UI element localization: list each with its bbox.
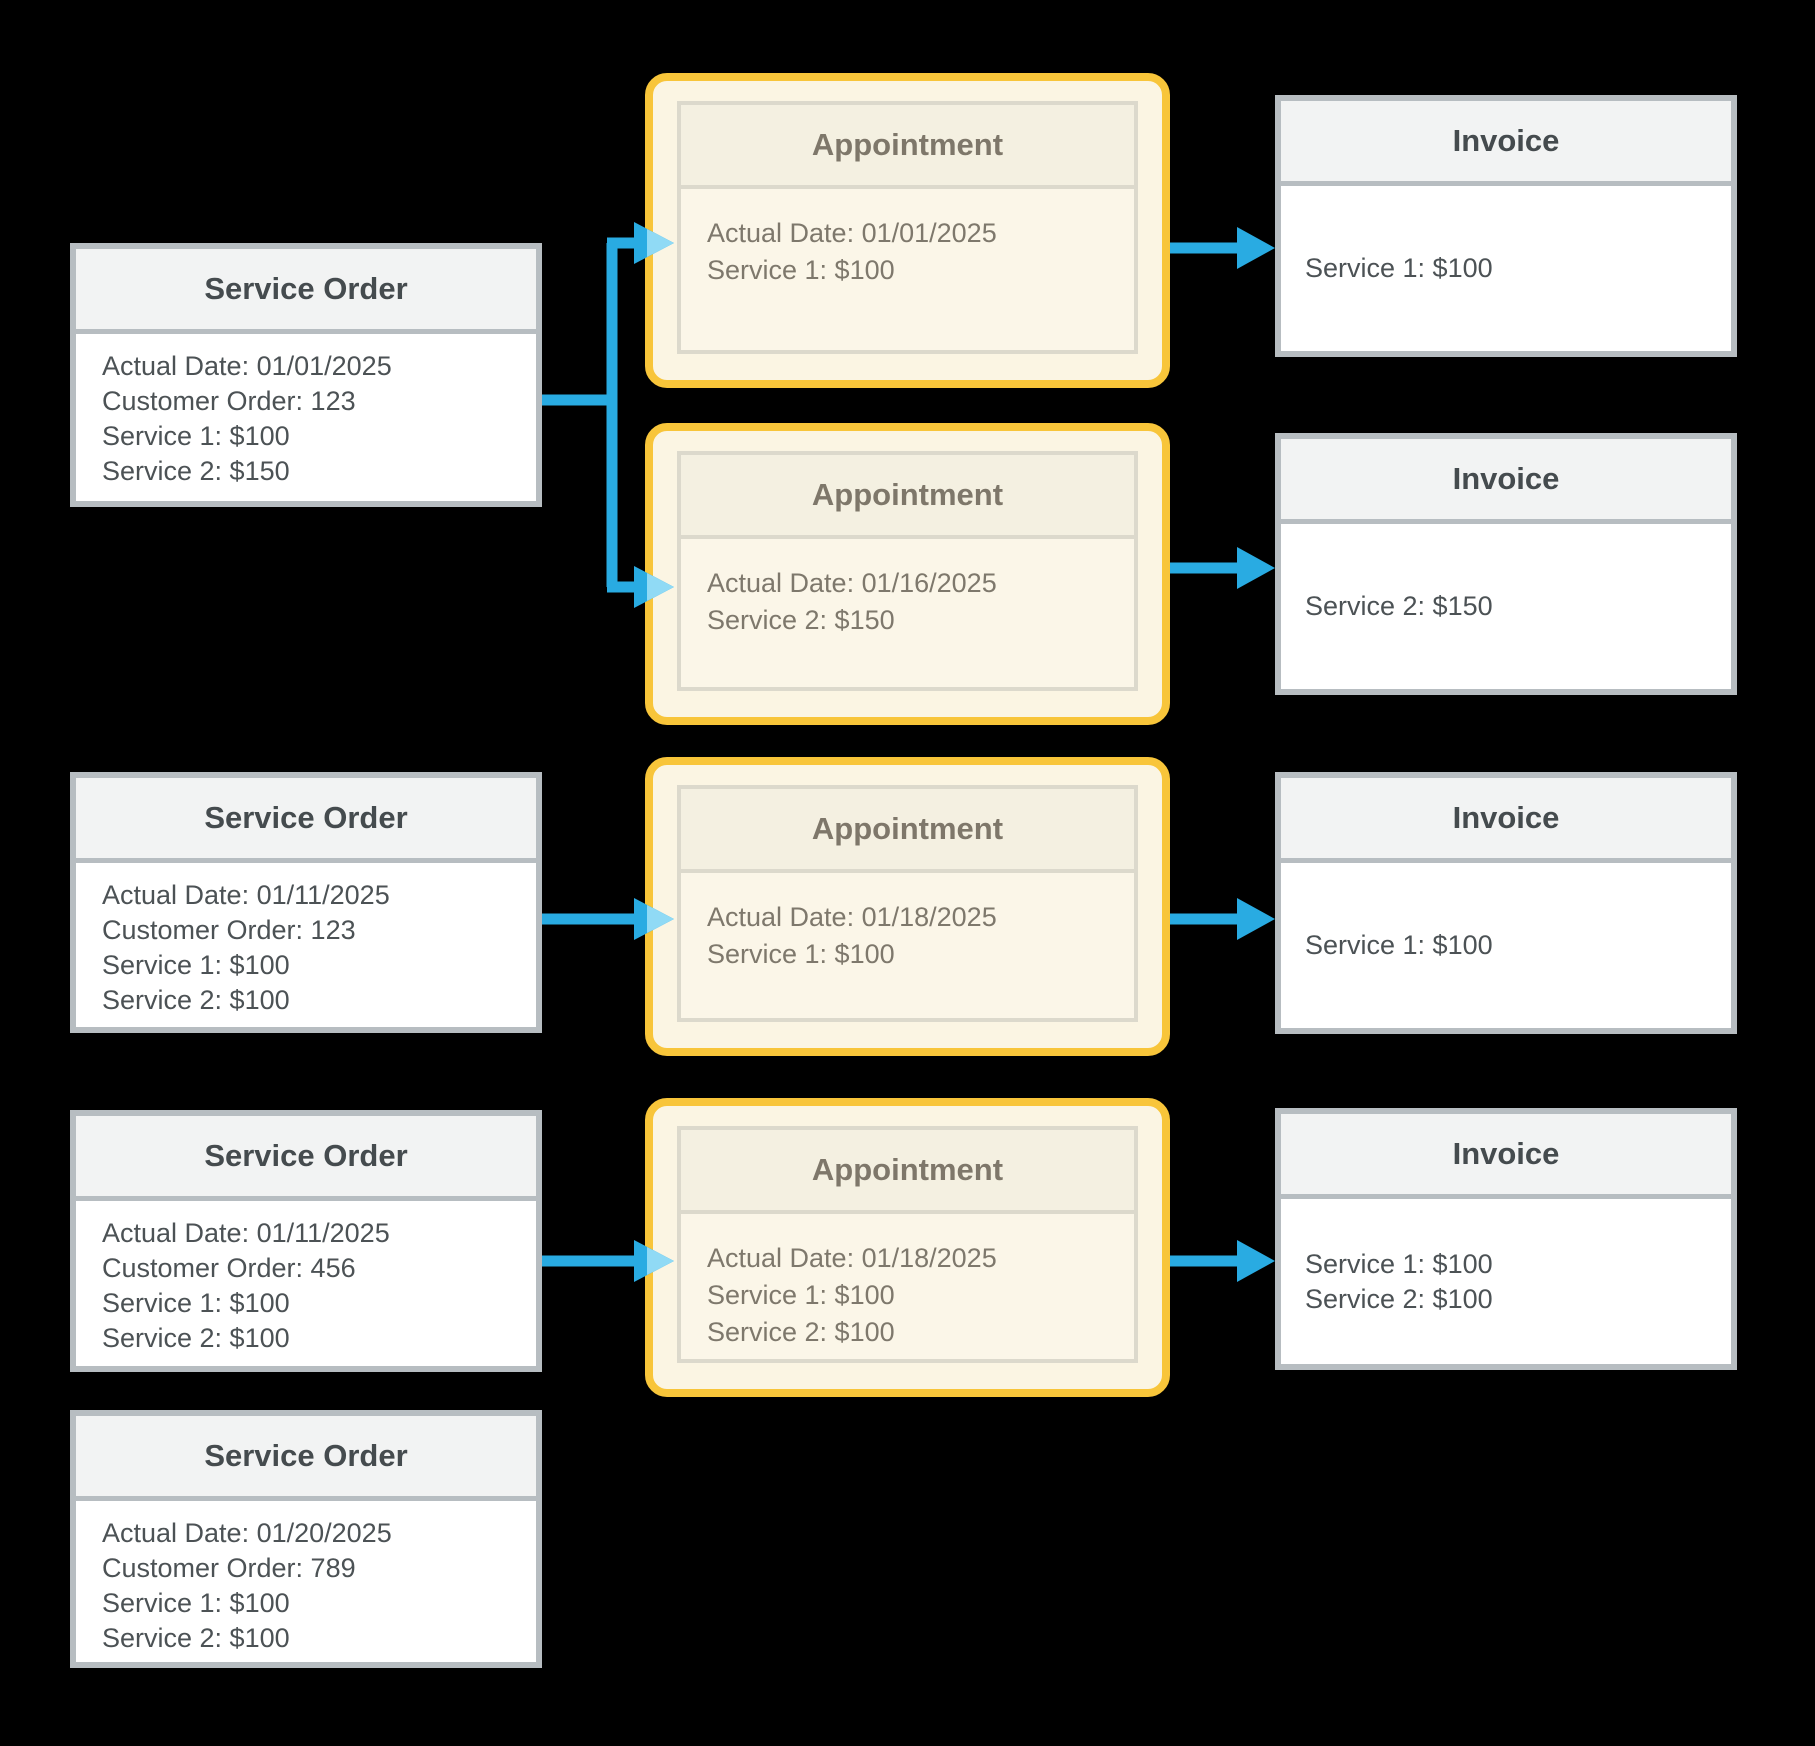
field-actual-date: Actual Date: 01/16/2025: [707, 568, 997, 598]
service-order-4-title: Service Order: [76, 1416, 536, 1501]
invoice-card-1: Invoice Service 1: $100: [1275, 95, 1737, 357]
invoice-4-body: Service 1: $100 Service 2: $100: [1281, 1199, 1731, 1364]
field-service-2: Service 2: $150: [102, 456, 290, 486]
service-order-card-2: Service Order Actual Date: 01/11/2025 Cu…: [70, 772, 542, 1033]
field-service-1: Service 1: $100: [707, 939, 895, 969]
appointment-3-title: Appointment: [681, 789, 1134, 873]
field-customer-order: Customer Order: 123: [102, 915, 356, 945]
invoice-2-body: Service 2: $150: [1281, 524, 1731, 689]
invoice-1-body: Service 1: $100: [1281, 186, 1731, 351]
service-order-1-title: Service Order: [76, 249, 536, 334]
invoice-card-4: Invoice Service 1: $100 Service 2: $100: [1275, 1108, 1737, 1370]
field-actual-date: Actual Date: 01/11/2025: [102, 880, 390, 910]
field-service-1: Service 1: $100: [102, 1288, 290, 1318]
field-actual-date: Actual Date: 01/18/2025: [707, 1243, 997, 1273]
field-service-2: Service 2: $150: [707, 605, 895, 635]
field-service-2: Service 2: $100: [1305, 1283, 1493, 1314]
appointment-card-3: Appointment Actual Date: 01/18/2025 Serv…: [645, 757, 1170, 1056]
invoice-card-3: Invoice Service 1: $100: [1275, 772, 1737, 1034]
appointment-card-2: Appointment Actual Date: 01/16/2025 Serv…: [645, 423, 1170, 725]
field-actual-date: Actual Date: 01/11/2025: [102, 1218, 390, 1248]
appointment-3-inner: Appointment Actual Date: 01/18/2025 Serv…: [677, 785, 1138, 1022]
field-actual-date: Actual Date: 01/01/2025: [707, 218, 997, 248]
field-actual-date: Actual Date: 01/01/2025: [102, 351, 392, 381]
field-service-1: Service 1: $100: [1305, 253, 1493, 283]
invoice-3-title: Invoice: [1281, 778, 1731, 863]
appointment-2-title: Appointment: [681, 455, 1134, 539]
service-order-2-title: Service Order: [76, 778, 536, 863]
field-customer-order: Customer Order: 123: [102, 386, 356, 416]
service-order-1-body: Actual Date: 01/01/2025 Customer Order: …: [76, 334, 536, 501]
appointment-1-body: Actual Date: 01/01/2025 Service 1: $100: [681, 189, 1134, 350]
field-customer-order: Customer Order: 789: [102, 1553, 356, 1583]
appointment-4-title: Appointment: [681, 1130, 1134, 1214]
field-service-2: Service 2: $100: [102, 985, 290, 1015]
invoice-card-2: Invoice Service 2: $150: [1275, 433, 1737, 695]
service-order-card-4: Service Order Actual Date: 01/20/2025 Cu…: [70, 1410, 542, 1668]
field-service-1: Service 1: $100: [707, 1280, 895, 1310]
appointment-2-inner: Appointment Actual Date: 01/16/2025 Serv…: [677, 451, 1138, 691]
arrowhead-appointment3-invoice3: [1237, 898, 1275, 940]
field-service-1: Service 1: $100: [1305, 930, 1493, 960]
appointment-1-title: Appointment: [681, 105, 1134, 189]
appointment-1-inner: Appointment Actual Date: 01/01/2025 Serv…: [677, 101, 1138, 354]
service-order-2-body: Actual Date: 01/11/2025 Customer Order: …: [76, 863, 536, 1027]
service-order-card-1: Service Order Actual Date: 01/01/2025 Cu…: [70, 243, 542, 507]
appointment-card-1: Appointment Actual Date: 01/01/2025 Serv…: [645, 73, 1170, 388]
field-customer-order: Customer Order: 456: [102, 1253, 356, 1283]
service-order-4-body: Actual Date: 01/20/2025 Customer Order: …: [76, 1501, 536, 1662]
field-service-1: Service 1: $100: [1305, 1248, 1493, 1279]
invoice-3-body: Service 1: $100: [1281, 863, 1731, 1028]
arrowhead-appointment1-invoice1: [1237, 227, 1275, 269]
invoice-4-title: Invoice: [1281, 1114, 1731, 1199]
appointment-2-body: Actual Date: 01/16/2025 Service 2: $150: [681, 539, 1134, 687]
field-service-2: Service 2: $150: [1305, 591, 1493, 621]
arrowhead-appointment4-invoice4: [1237, 1240, 1275, 1282]
field-service-2: Service 2: $100: [707, 1317, 895, 1347]
field-actual-date: Actual Date: 01/20/2025: [102, 1518, 392, 1548]
invoice-2-title: Invoice: [1281, 439, 1731, 524]
appointment-card-4: Appointment Actual Date: 01/18/2025 Serv…: [645, 1098, 1170, 1397]
service-order-3-title: Service Order: [76, 1116, 536, 1201]
field-actual-date: Actual Date: 01/18/2025: [707, 902, 997, 932]
service-order-card-3: Service Order Actual Date: 01/11/2025 Cu…: [70, 1110, 542, 1372]
field-service-1: Service 1: $100: [102, 1588, 290, 1618]
field-service-1: Service 1: $100: [707, 255, 895, 285]
field-service-2: Service 2: $100: [102, 1323, 290, 1353]
service-order-3-body: Actual Date: 01/11/2025 Customer Order: …: [76, 1201, 536, 1366]
invoice-1-title: Invoice: [1281, 101, 1731, 186]
arrowhead-appointment2-invoice2: [1237, 547, 1275, 589]
appointment-3-body: Actual Date: 01/18/2025 Service 1: $100: [681, 873, 1134, 1018]
field-service-2: Service 2: $100: [102, 1623, 290, 1653]
field-service-1: Service 1: $100: [102, 421, 290, 451]
arrow-so1-branch: [542, 237, 636, 593]
field-service-1: Service 1: $100: [102, 950, 290, 980]
appointment-4-body: Actual Date: 01/18/2025 Service 1: $100 …: [681, 1214, 1134, 1359]
appointment-4-inner: Appointment Actual Date: 01/18/2025 Serv…: [677, 1126, 1138, 1363]
